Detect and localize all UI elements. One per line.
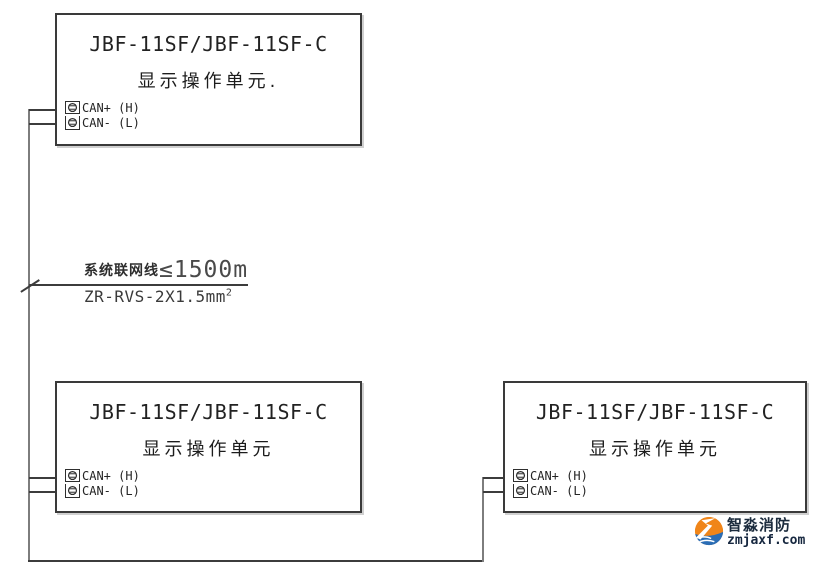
cable-spec-text: ZR-RVS-2X1.5mm [84, 287, 226, 306]
terminal-label: CAN- (L) [530, 483, 588, 498]
screw-terminal-icon [65, 469, 80, 482]
screw-terminal-icon [65, 101, 80, 114]
terminal-label: CAN+ (H) [530, 468, 588, 483]
terminal-row-can-minus: CAN- (L) [65, 115, 140, 130]
terminal-row-can-plus: CAN+ (H) [513, 468, 588, 483]
terminal-row-can-plus: CAN+ (H) [65, 100, 140, 115]
zhimiao-logo: 智淼消防 zmjaxf.com [694, 516, 805, 548]
terminal-label: CAN+ (H) [82, 468, 140, 483]
can-bus-left-vertical-wire [28, 109, 31, 562]
screw-terminal-icon [513, 483, 528, 498]
bottom-right-unit-can-plus-wire [483, 477, 517, 479]
terminal-row-can-minus: CAN- (L) [65, 483, 140, 498]
display-unit-bottom-left: JBF-11SF/JBF-11SF-C 显示操作单元 CAN+ (H) CAN-… [55, 381, 362, 513]
screw-terminal-icon [513, 469, 528, 482]
cable-type-label: ZR-RVS-2X1.5mm2 [84, 287, 232, 306]
terminal-row-can-minus: CAN- (L) [513, 483, 588, 498]
terminal-block: CAN+ (H) CAN- (L) [65, 468, 140, 498]
can-bus-bottom-horizontal-wire [28, 560, 484, 562]
top-unit-can-minus-wire [29, 123, 68, 125]
unit-model-title: JBF-11SF/JBF-11SF-C [535, 400, 775, 424]
screw-terminal-icon [65, 115, 80, 130]
zhimiao-logo-text: 智淼消防 zmjaxf.com [727, 516, 805, 548]
terminal-block: CAN+ (H) CAN- (L) [513, 468, 588, 498]
terminal-block: CAN+ (H) CAN- (L) [65, 100, 140, 130]
unit-model-title: JBF-11SF/JBF-11SF-C [89, 400, 328, 424]
unit-subtitle: 显示操作单元 [142, 439, 275, 460]
terminal-row-can-plus: CAN+ (H) [65, 468, 140, 483]
bottom-left-unit-can-minus-wire [29, 491, 68, 493]
bottom-right-unit-can-minus-wire [483, 491, 517, 493]
cable-label-leader-line [29, 284, 248, 286]
cable-name-text: 系统联网线 [84, 263, 159, 279]
display-unit-bottom-right: JBF-11SF/JBF-11SF-C 显示操作单元 CAN+ (H) CAN-… [503, 381, 807, 513]
brand-site: zmjaxf.com [727, 533, 806, 548]
unit-subtitle: 显示操作单元 [589, 439, 721, 460]
terminal-label: CAN- (L) [82, 115, 140, 130]
cable-length-label: 系统联网线 ≤1500m [84, 259, 248, 282]
display-unit-top: JBF-11SF/JBF-11SF-C 显示操作单元. CAN+ (H) CAN… [55, 13, 362, 146]
can-bus-right-vertical-wire [482, 477, 485, 562]
cable-limit-text: ≤1500m [159, 257, 249, 283]
unit-subtitle: 显示操作单元. [137, 71, 280, 92]
terminal-label: CAN- (L) [82, 483, 140, 498]
brand-name: 智淼消防 [727, 516, 792, 534]
unit-model-title: JBF-11SF/JBF-11SF-C [89, 32, 328, 56]
top-unit-can-plus-wire [29, 109, 68, 111]
zhimiao-logo-icon [694, 516, 724, 546]
bottom-left-unit-can-plus-wire [29, 477, 68, 479]
terminal-label: CAN+ (H) [82, 100, 140, 115]
cable-spec-superscript: 2 [225, 287, 233, 299]
screw-terminal-icon [65, 483, 80, 498]
